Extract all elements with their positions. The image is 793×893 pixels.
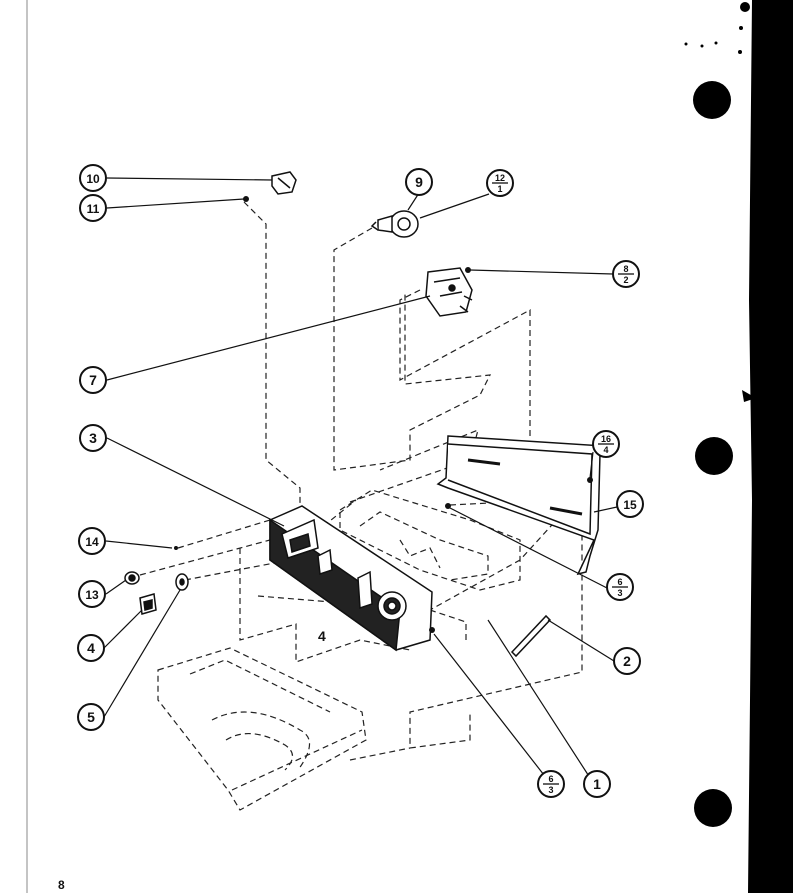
part-15-rear-panel [436, 435, 606, 576]
callout-circle [77, 703, 105, 731]
binder-hole-middle [695, 437, 733, 475]
callout-number: 3 [89, 430, 97, 446]
callout-numerator: 6 [548, 774, 553, 784]
part-10-switch [271, 171, 297, 195]
callout-c7: 7 [79, 366, 107, 394]
callout-c13: 13 [78, 580, 106, 608]
callout-denominator: 1 [497, 184, 502, 194]
callout-number: 15 [623, 498, 637, 512]
leader-lines [103, 177, 618, 785]
callout-c5: 5 [77, 703, 105, 731]
callout-c10: 10 [79, 164, 107, 192]
callout-c15: 15 [616, 490, 644, 518]
callout-circle [78, 580, 106, 608]
callout-number: 11 [87, 202, 100, 216]
part-7-timer [425, 267, 473, 317]
callout-denominator: 3 [548, 785, 553, 795]
callout-circle [79, 164, 107, 192]
callout-number: 14 [85, 535, 99, 549]
assembly-dashed-lines [139, 201, 583, 811]
part-16-screw [587, 477, 593, 483]
callout-circle [77, 634, 105, 662]
page-number: 8 [58, 878, 65, 892]
callout-number: 9 [415, 174, 423, 190]
binder-holes [693, 81, 733, 827]
callout-circle [78, 527, 106, 555]
part-14-screw [174, 546, 178, 550]
callout-numerator: 12 [495, 173, 505, 183]
part-5-washer [175, 573, 189, 591]
callout-number: 7 [89, 372, 97, 388]
callout-numerator: 16 [601, 434, 611, 444]
binder-hole-bottom [694, 789, 732, 827]
callout-number: 1 [593, 776, 601, 792]
callout-denominator: 4 [603, 445, 608, 455]
callout-c14: 14 [78, 527, 106, 555]
callout-c6a: 63 [606, 573, 634, 601]
callout-c16: 164 [592, 430, 620, 458]
callout-c2: 2 [613, 647, 641, 675]
callout-c8: 82 [612, 260, 640, 288]
part-9-knob-assembly [370, 210, 419, 238]
callout-number: 5 [87, 709, 95, 725]
callout-number: 13 [85, 588, 99, 602]
callout-circle [79, 194, 107, 222]
callout-number: 4 [87, 640, 95, 656]
callout-c9: 9 [405, 168, 433, 196]
callout-circle [613, 647, 641, 675]
callout-c3: 3 [79, 424, 107, 452]
callout-circle [583, 770, 611, 798]
callout-numerator: 8 [623, 264, 628, 274]
part-2-bracket [510, 614, 552, 658]
callout-c6b: 63 [537, 770, 565, 798]
part-6-screw-rear [445, 503, 451, 509]
callout-numerator: 6 [617, 577, 622, 587]
callout-c11: 11 [79, 194, 107, 222]
part-13-knob [124, 571, 140, 585]
callout-denominator: 3 [617, 588, 622, 598]
callout-circle [405, 168, 433, 196]
callout-c1: 1 [583, 770, 611, 798]
part-11-screw [243, 196, 249, 202]
part-3-control-panel [269, 505, 433, 652]
callout-denominator: 2 [623, 275, 628, 285]
callout-circle [79, 424, 107, 452]
callout-c12: 121 [486, 169, 514, 197]
callout-c4: 4 [77, 634, 105, 662]
part-4-push-button [139, 593, 157, 615]
callout-circle [616, 490, 644, 518]
binder-hole-top [693, 81, 731, 119]
callout-number: 2 [623, 653, 631, 669]
part-8-screw [465, 267, 471, 273]
part-6-screw-front [429, 627, 435, 633]
scan-edge-border [684, 0, 793, 893]
callout-circle [79, 366, 107, 394]
inline-label-4: 4 [318, 628, 326, 644]
callout-number: 10 [86, 172, 100, 186]
